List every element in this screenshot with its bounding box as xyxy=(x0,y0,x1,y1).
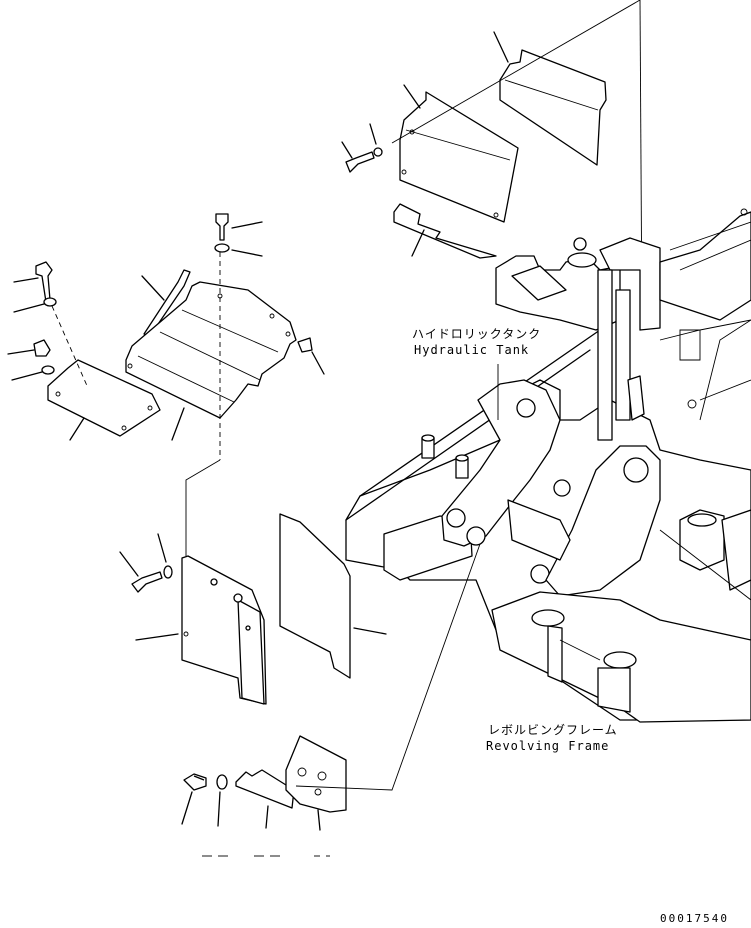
upper-rear-cover xyxy=(493,31,607,166)
lower-side-cover xyxy=(135,555,267,705)
left-large-cover xyxy=(125,281,297,441)
bottom-washer xyxy=(216,774,228,827)
hydraulic-tank-jp-label: ハイドロリックタンク xyxy=(412,327,541,341)
revolving-frame-en-label: Revolving Frame xyxy=(486,739,609,753)
bottom-bolt xyxy=(181,773,207,825)
small-clip xyxy=(297,337,325,375)
hydraulic-tank-en-label: Hydraulic Tank xyxy=(414,343,529,357)
left-bolt-top xyxy=(214,213,263,257)
drawing-code: 00017540 xyxy=(660,912,729,925)
bottom-strip xyxy=(235,769,295,829)
revolving-frame xyxy=(345,208,751,723)
seal-plate xyxy=(279,513,387,679)
left-small-plate xyxy=(47,305,161,441)
revolving-frame-jp-label: レボルビングフレーム xyxy=(488,723,618,737)
upper-side-cover xyxy=(399,84,519,223)
left-bolt-pair-1 xyxy=(13,261,57,313)
upper-bracket xyxy=(393,203,497,259)
bottom-bracket-plate xyxy=(285,543,481,831)
lower-bolt xyxy=(119,533,173,593)
left-bolt-pair-2 xyxy=(7,339,55,381)
cover-bolt-1 xyxy=(341,123,383,173)
